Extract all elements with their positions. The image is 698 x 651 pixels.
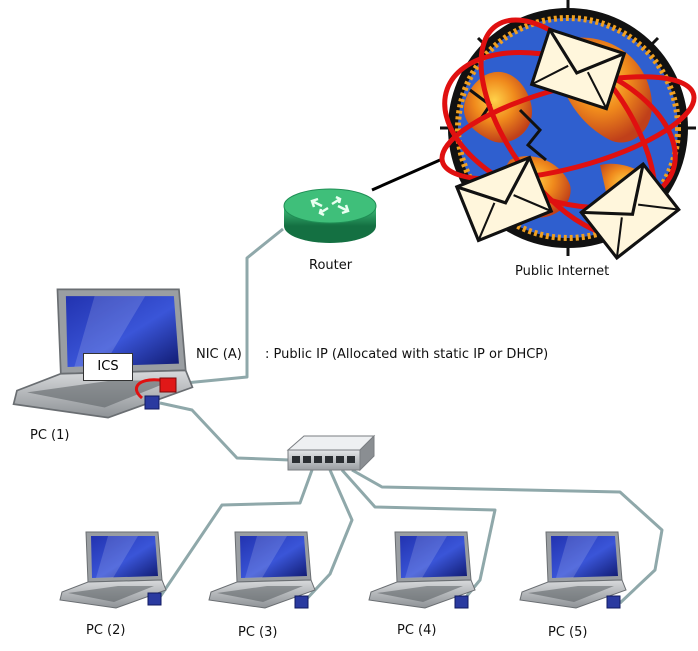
- router-label: Router: [309, 258, 353, 273]
- cable-switch-to-pc2: [158, 469, 314, 598]
- cable-switch-to-pc3: [300, 469, 354, 606]
- pc4-label: PC (4): [397, 623, 437, 638]
- laptop-pc5: [519, 531, 627, 609]
- laptop-pc1: [12, 288, 194, 419]
- nic-port: [454, 595, 469, 609]
- network-switch: [286, 434, 376, 472]
- pc1-label: PC (1): [30, 428, 70, 443]
- cable-switch-to-pc5: [351, 468, 664, 605]
- nic-a-description: : Public IP (Allocated with static IP or…: [265, 347, 549, 362]
- cable-router-to-internet: [371, 158, 441, 192]
- pc2-label: PC (2): [86, 623, 126, 638]
- cables: [158, 227, 664, 606]
- internet-label: Public Internet: [515, 264, 610, 279]
- cable-router-to-pc1: [174, 227, 284, 386]
- nic-b-port: [144, 395, 160, 410]
- router: [283, 188, 377, 243]
- cable-pc1-to-switch: [159, 401, 291, 462]
- nic-port: [294, 595, 309, 609]
- internet-globe-icon: [439, 0, 697, 260]
- nic-a-port: [159, 377, 177, 393]
- nic-port: [606, 595, 621, 609]
- switch-ports: [292, 456, 355, 463]
- laptop-pc3: [208, 531, 316, 609]
- router-arrows-icon: [310, 195, 350, 217]
- pc3-label: PC (3): [238, 625, 278, 640]
- nic-a-label: NIC (A): [196, 347, 242, 362]
- ics-link-loop: [135, 378, 161, 400]
- ics-badge: ICS: [83, 353, 133, 381]
- laptop-pc2: [59, 531, 167, 609]
- nic-port: [147, 592, 162, 606]
- laptop-pc4: [368, 531, 476, 609]
- pc5-label: PC (5): [548, 625, 588, 640]
